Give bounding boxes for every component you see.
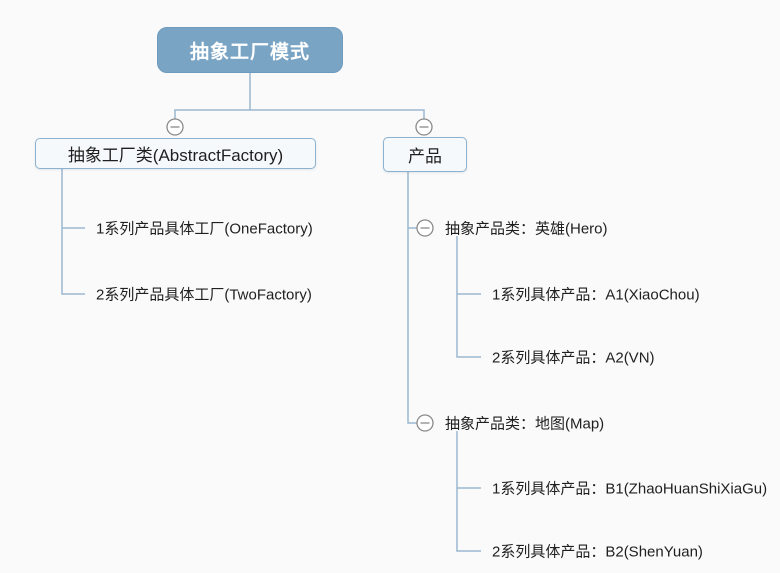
collapse-icon[interactable] [416, 219, 434, 237]
subtopic-hero[interactable]: 抽象产品类：英雄(Hero) [445, 220, 608, 238]
connector-right-trunk [407, 172, 417, 424]
connector-left-children [61, 169, 85, 295]
topic-product[interactable]: 产品 [383, 137, 467, 172]
subtopic-two-factory[interactable]: 2系列产品具体工厂(TwoFactory) [96, 286, 312, 304]
subtopic-map[interactable]: 抽象产品类：地图(Map) [445, 415, 605, 433]
collapse-icon[interactable] [166, 118, 184, 136]
topic-abstract-factory[interactable]: 抽象工厂类(AbstractFactory) [35, 138, 316, 169]
collapse-icon[interactable] [415, 118, 433, 136]
subtopic-hero-a2[interactable]: 2系列具体产品：A2(VN) [492, 349, 655, 367]
root-topic[interactable]: 抽象工厂模式 [157, 27, 343, 73]
subtopic-hero-a1[interactable]: 1系列具体产品：A1(XiaoChou) [492, 286, 700, 304]
subtopic-map-b2[interactable]: 2系列具体产品：B2(ShenYuan) [492, 543, 703, 561]
connector-root [174, 73, 425, 119]
connector-map-children [456, 431, 481, 552]
subtopic-map-b1[interactable]: 1系列具体产品：B1(ZhaoHuanShiXiaGu) [492, 480, 768, 498]
connector-hero-children [456, 236, 481, 358]
subtopic-one-factory[interactable]: 1系列产品具体工厂(OneFactory) [96, 220, 313, 238]
collapse-icon[interactable] [416, 414, 434, 432]
